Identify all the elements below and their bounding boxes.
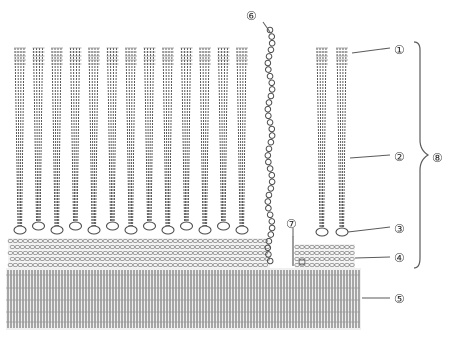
base-layer — [6, 268, 361, 330]
callout-label-2: ② — [394, 150, 405, 164]
callout-label-3: ③ — [394, 222, 405, 236]
callout-label-7: ⑦ — [286, 217, 297, 231]
callout-label-5: ⑤ — [394, 292, 405, 306]
callout-label-4: ④ — [394, 251, 405, 265]
callout-label-6: ⑥ — [246, 9, 257, 23]
callout-label-1: ① — [394, 43, 405, 57]
callout-label-8: ⑧ — [432, 151, 443, 165]
